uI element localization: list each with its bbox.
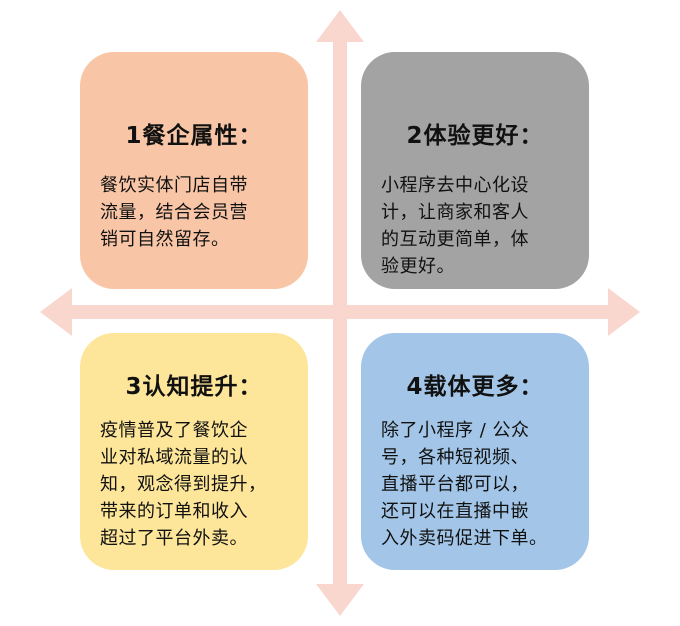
quadrant-2-line: 的互动更简单，体 — [381, 229, 529, 250]
quadrant-4-line: 直播平台都可以， — [381, 474, 529, 495]
quadrant-body-2: 小程序去中心化设 计，让商家和客人 的互动更简单，体 验更好。 — [381, 172, 569, 280]
quadrant-4-line: 入外卖码促进下单。 — [381, 528, 548, 549]
quadrant-2-line: 小程序去中心化设 — [381, 175, 529, 196]
quadrant-4-line: 除了小程序 / 公众 — [381, 420, 530, 441]
quadrant-card-1: 1餐企属性： 餐饮实体门店自带 流量，结合会员营 销可自然留存。 — [80, 52, 308, 289]
quadrant-1-line: 餐饮实体门店自带 — [100, 175, 248, 196]
quadrant-3-line: 疫情普及了餐饮企 — [100, 420, 248, 441]
quadrant-2-line: 验更好。 — [381, 256, 455, 277]
quadrant-3-line: 超过了平台外卖。 — [100, 528, 248, 549]
quadrant-body-1: 餐饮实体门店自带 流量，结合会员营 销可自然留存。 — [100, 172, 288, 253]
quadrant-4-line: 号，各种短视频、 — [381, 447, 529, 468]
quadrant-3-line: 带来的订单和收入 — [100, 501, 248, 522]
quadrant-title-4: 4载体更多： — [406, 374, 544, 400]
quadrant-title-1: 1餐企属性： — [125, 123, 263, 149]
quadrant-2-line: 计，让商家和客人 — [381, 202, 529, 223]
quadrant-3-line: 业对私域流量的认 — [100, 447, 248, 468]
quadrant-body-3: 疫情普及了餐饮企 业对私域流量的认 知，观念得到提升， 带来的订单和收入 超过了… — [100, 417, 288, 552]
quadrant-4-line: 还可以在直播中嵌 — [381, 501, 529, 522]
quadrant-title-3: 3认知提升： — [125, 374, 263, 400]
quadrant-1-line: 流量，结合会员营 — [100, 202, 248, 223]
quadrant-title-2: 2体验更好： — [406, 123, 544, 149]
horizontal-axis-arrow — [40, 288, 640, 336]
quadrant-card-3: 3认知提升： 疫情普及了餐饮企 业对私域流量的认 知，观念得到提升， 带来的订单… — [80, 333, 308, 570]
quadrant-3-line: 知，观念得到提升， — [100, 474, 267, 495]
quadrant-card-2: 2体验更好： 小程序去中心化设 计，让商家和客人 的互动更简单，体 验更好。 — [361, 52, 589, 289]
quadrant-body-4: 除了小程序 / 公众 号，各种短视频、 直播平台都可以， 还可以在直播中嵌 入外… — [381, 417, 569, 552]
quadrant-card-4: 4载体更多： 除了小程序 / 公众 号，各种短视频、 直播平台都可以， 还可以在… — [361, 333, 589, 570]
quadrant-1-line: 销可自然留存。 — [100, 229, 230, 250]
